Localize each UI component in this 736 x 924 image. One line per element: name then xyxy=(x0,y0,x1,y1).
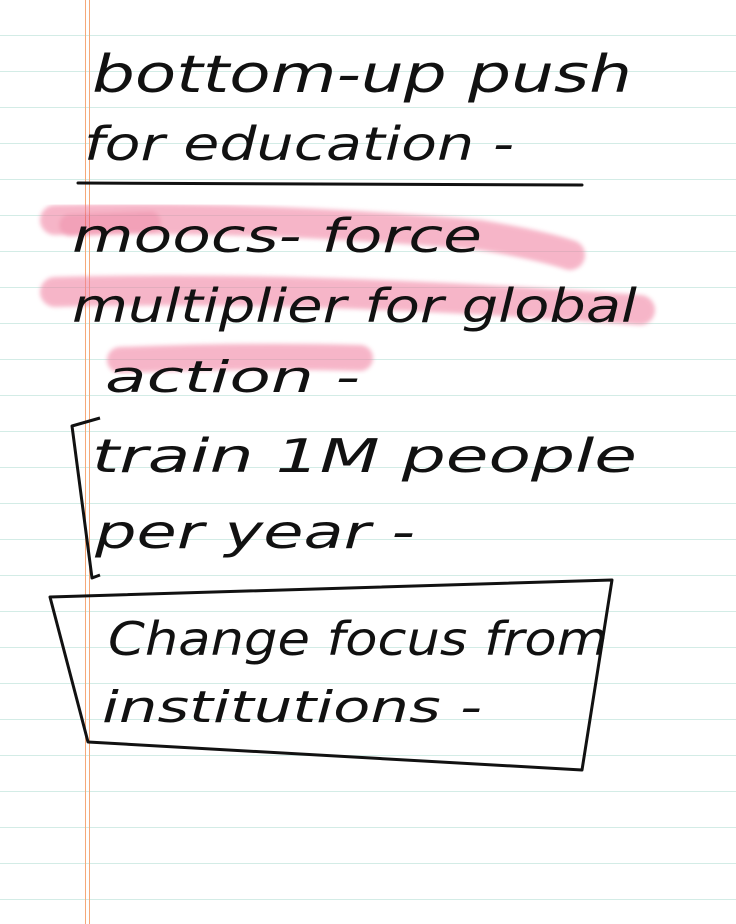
note-line-8: Change focus from xyxy=(108,612,608,666)
bracket-mark xyxy=(70,416,101,580)
note-line-1: bottom-up push xyxy=(92,45,632,105)
note-line-5: action - xyxy=(105,352,360,403)
title-underline xyxy=(76,181,584,187)
margin-line-right xyxy=(89,0,90,924)
note-line-6: train 1M people xyxy=(92,429,637,483)
note-line-2: for education - xyxy=(84,117,514,171)
note-line-9: institutions - xyxy=(102,682,482,733)
margin-line-left xyxy=(85,0,86,924)
note-line-4: multiplier for global xyxy=(72,279,637,333)
box-outline xyxy=(48,578,614,772)
note-line-3: moocs- force xyxy=(72,209,482,263)
pink-highlight xyxy=(40,204,655,373)
note-line-7: per year - xyxy=(94,505,415,559)
